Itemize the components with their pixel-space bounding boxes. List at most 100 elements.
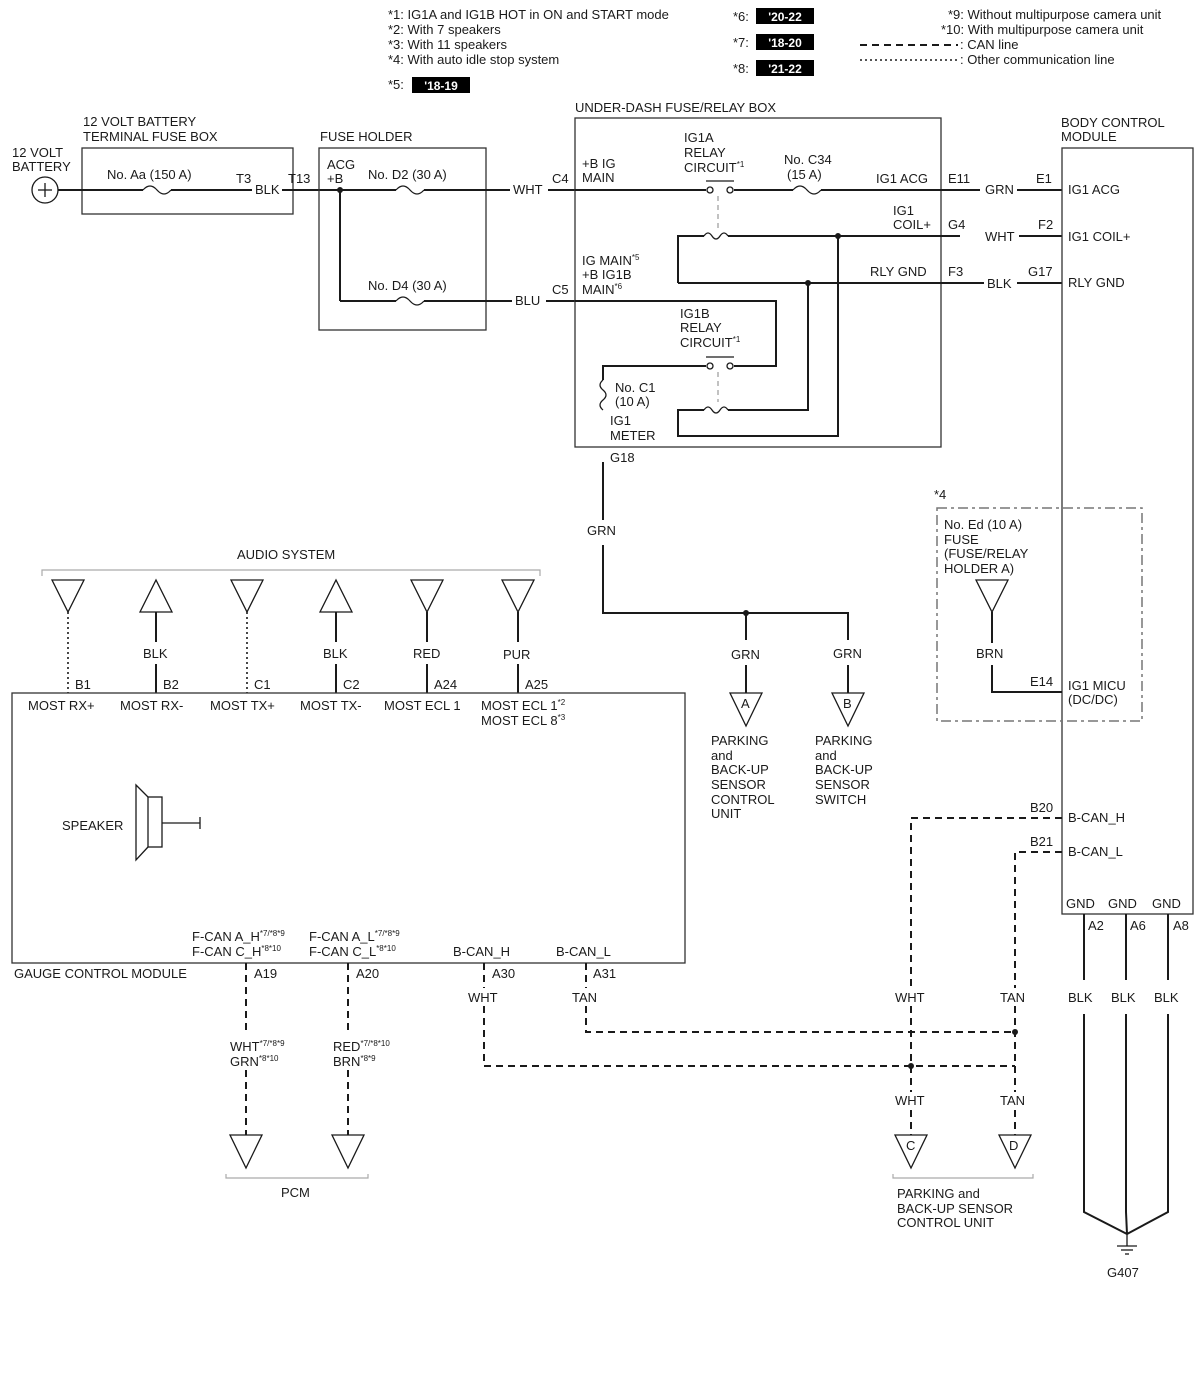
- fuse-holder-section: FUSE HOLDER T13 ACG +B No. D2 (30 A) No.…: [288, 129, 512, 331]
- opt4-box: [936, 507, 1143, 722]
- pcm-connector-2-icon: [330, 1134, 366, 1170]
- splice-can-l: [1012, 1029, 1018, 1035]
- wire-blk2-label: BLK: [987, 276, 1012, 291]
- bcm-f2: F2: [1038, 217, 1053, 232]
- wire-wht2-label: WHT: [985, 229, 1015, 244]
- opt4-wire-brn: BRN: [976, 646, 1003, 661]
- wire-ig1b-out: [602, 365, 706, 380]
- wire-ig1b-coil-left: [677, 236, 839, 437]
- terminal-fuse-box: [81, 147, 294, 215]
- speaker-icon: [135, 783, 201, 862]
- fuse-c34-symbol: [792, 185, 822, 195]
- parking-a-l4: SENSOR: [711, 777, 766, 792]
- gauge-wht: WHT: [468, 990, 498, 1005]
- opt4-tag: *4: [934, 487, 946, 502]
- wire-blu-label: BLU: [515, 293, 540, 308]
- parking-a-l1: PARKING: [711, 733, 769, 748]
- ig1a-coil: [703, 232, 729, 240]
- ground-wire-1: [1083, 914, 1128, 1235]
- note-6-label: *6:: [733, 9, 749, 24]
- note-5-badge: '18-19: [424, 79, 458, 93]
- igmain-label: IG MAIN*5: [582, 253, 640, 268]
- terminal-fuse-box-title-2: TERMINAL FUSE BOX: [83, 129, 218, 144]
- gauge-label-2: MOST RX-: [120, 698, 183, 713]
- bcm-title-2: MODULE: [1061, 129, 1117, 144]
- note-10: *10: With multipurpose camera unit: [941, 22, 1144, 37]
- fuse-d2-label: No. D2 (30 A): [368, 167, 447, 182]
- gauge-fcanal: F-CAN A_L*7/*8*9: [309, 929, 400, 944]
- note-8-label: *8:: [733, 61, 749, 76]
- bcm-ig1coil: IG1 COIL+: [1068, 229, 1131, 244]
- battery-label-2: BATTERY: [12, 159, 71, 174]
- bcm-a6: A6: [1130, 918, 1146, 933]
- gauge-section: MOST RX+ MOST RX- MOST TX+ MOST TX- MOST…: [11, 692, 686, 981]
- ig1b-contact-b: [726, 362, 734, 370]
- opt4-section: *4 No. Ed (10 A) FUSE (FUSE/RELAY HOLDER…: [934, 487, 1143, 722]
- parking-b-l1: PARKING: [815, 733, 873, 748]
- can-a31: [585, 963, 1015, 1033]
- bcm-title-1: BODY CONTROL: [1061, 115, 1165, 130]
- audio-pin-3: C1: [254, 677, 271, 692]
- wire-grn-label: GRN: [985, 182, 1014, 197]
- ig1a-label-1: IG1A: [684, 130, 714, 145]
- connector-g18: G18: [610, 450, 635, 465]
- can-b21: [1014, 851, 1062, 1135]
- audio-pin-5: A24: [434, 677, 457, 692]
- bcm-section: BODY CONTROL MODULE E1 IG1 ACG F2 IG1 CO…: [1028, 115, 1194, 1280]
- under-dash-box-section: UNDER-DASH FUSE/RELAY BOX C4 C5 +B IG MA…: [552, 100, 984, 465]
- fuse-c1-label-1: No. C1: [615, 380, 655, 395]
- can-b20: [910, 817, 1062, 1135]
- audio-connector-5-icon: [409, 579, 445, 614]
- terminal-t13: T13: [288, 171, 310, 186]
- ground-blk-1: BLK: [1068, 990, 1093, 1005]
- ground-blk-2: BLK: [1111, 990, 1136, 1005]
- opt4-label-3: (FUSE/RELAY: [944, 546, 1029, 561]
- terminal-t3: T3: [236, 171, 251, 186]
- fuse-holder-title: FUSE HOLDER: [320, 129, 412, 144]
- connector-d-pin: D: [1009, 1138, 1018, 1153]
- note-7-badge: '18-20: [768, 36, 802, 50]
- bigmain-2: MAIN: [582, 170, 615, 185]
- gauge-fcanch: F-CAN C_H*8*10: [192, 944, 281, 959]
- audio-wire-label-5: RED: [413, 646, 440, 661]
- connector-g4: G4: [948, 217, 965, 232]
- connector-b-icon: [830, 692, 866, 728]
- audio-section: AUDIO SYSTEM BLK BLK RED PUR B1 B2 C1 C2…: [41, 547, 548, 693]
- gauge-label-ecl8: MOST ECL 8*3: [481, 713, 566, 728]
- fuse-d4-symbol: [395, 296, 425, 306]
- note-1: *1: IG1A and IG1B HOT in ON and START mo…: [388, 7, 669, 22]
- connector-c4: C4: [552, 171, 569, 186]
- gauge-title: GAUGE CONTROL MODULE: [14, 966, 187, 981]
- bcm-e14: E14: [1030, 674, 1053, 689]
- parking-cd-section: C D PARKING and BACK-UP SENSOR CONTROL U…: [892, 1134, 1034, 1230]
- gauge-bcanl: B-CAN_L: [556, 944, 611, 959]
- wire-grn2: [602, 545, 849, 640]
- opt4-label-4: HOLDER A): [944, 561, 1014, 576]
- bcm-e1: E1: [1036, 171, 1052, 186]
- fuse-d2-symbol: [395, 185, 425, 195]
- pcm-wire-2b: BRN*8*9: [333, 1054, 376, 1069]
- pcd-tan-1: TAN: [1000, 990, 1025, 1005]
- note-5-label: *5:: [388, 77, 404, 92]
- bcm-micu-2: (DC/DC): [1068, 692, 1118, 707]
- ig1a-label-2: RELAY: [684, 145, 726, 160]
- battery-section: 12 VOLT BATTERY 12 VOLT BATTERY TERMINAL…: [12, 114, 340, 215]
- pcm-bracket: [225, 1174, 369, 1179]
- opt4-connector-icon: [974, 579, 1010, 614]
- parking-cd-l1: PARKING and: [897, 1186, 980, 1201]
- gauge-label-6: MOST ECL 1*2: [481, 698, 566, 713]
- ud-ig1coil-2: COIL+: [893, 217, 931, 232]
- note-7-label: *7:: [733, 35, 749, 50]
- gauge-a31: A31: [593, 966, 616, 981]
- ig1b-label-2: RELAY: [680, 320, 722, 335]
- notes-legend: *1: IG1A and IG1B HOT in ON and START mo…: [388, 7, 1162, 93]
- audio-pin-1: B1: [75, 677, 91, 692]
- pcm-wire-1b: GRN*8*10: [230, 1054, 279, 1069]
- audio-title: AUDIO SYSTEM: [237, 547, 335, 562]
- note-9: *9: Without multipurpose camera unit: [948, 7, 1162, 22]
- bg1b-label-1: +B IG1B: [582, 267, 632, 282]
- audio-pin-6: A25: [525, 677, 548, 692]
- audio-connector-3-icon: [229, 579, 265, 614]
- ground-wire-2: [1125, 914, 1128, 1235]
- bcm-micu-1: IG1 MICU: [1068, 678, 1126, 693]
